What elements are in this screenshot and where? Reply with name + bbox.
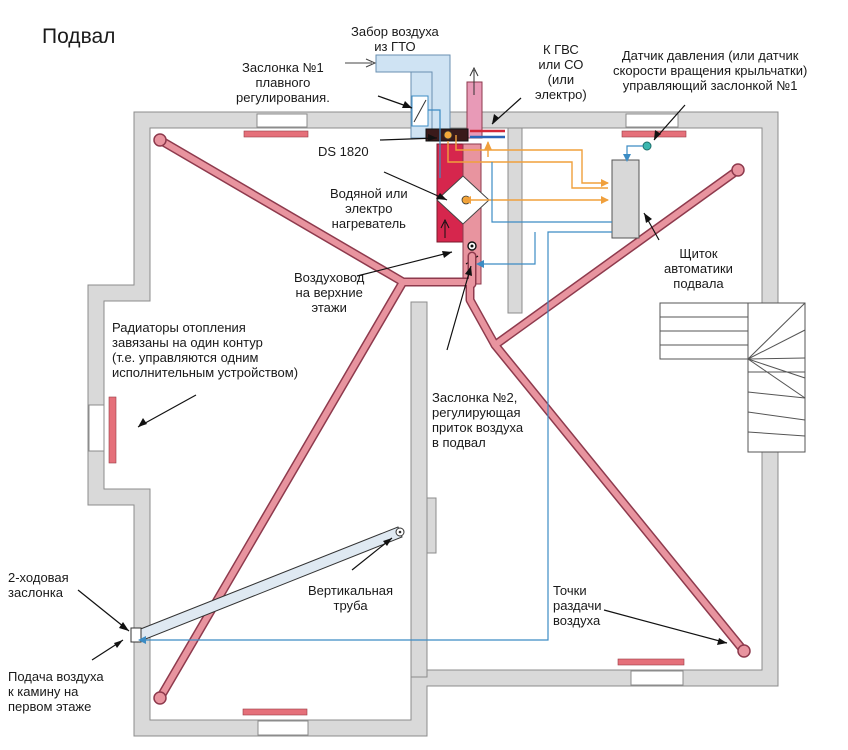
leader-arrows bbox=[114, 101, 727, 648]
heat-signal-lines bbox=[447, 135, 609, 204]
label-two-way-damper: 2-ходовая заслонка bbox=[8, 570, 69, 600]
outer-wall bbox=[87, 111, 779, 737]
distribution-ducts bbox=[153, 133, 751, 705]
label-damper2: Заслонка №2, регулирующая приток воздуха… bbox=[432, 390, 524, 450]
partition-upper bbox=[507, 127, 523, 314]
window-bottom-right bbox=[630, 670, 684, 686]
label-vertical-pipe: Вертикальная труба bbox=[308, 583, 394, 613]
partition-ledge bbox=[426, 497, 437, 554]
label-damper1: Заслонка №1 плавного регулирования. bbox=[236, 60, 330, 105]
label-to-hot-water: К ГВС или СО (или электро) bbox=[535, 42, 587, 102]
label-control-panel: Щиток автоматики подвала bbox=[664, 246, 733, 291]
label-heater: Водяной или электро нагреватель bbox=[330, 186, 408, 231]
staircase bbox=[659, 302, 806, 453]
label-pressure-sensor: Датчик давления (или датчик скорости вра… bbox=[613, 48, 808, 93]
radiator-top-right bbox=[621, 130, 687, 138]
window-bottom-left bbox=[257, 720, 309, 736]
intake-arrow-head bbox=[365, 58, 377, 68]
window-top-left bbox=[256, 113, 308, 128]
page-title: Подвал bbox=[42, 25, 116, 48]
control-signal-lines bbox=[138, 109, 643, 644]
label-fireplace-supply: Подача воздуха к камину на первом этаже bbox=[8, 669, 104, 714]
radiator-bottom-left bbox=[242, 708, 308, 716]
control-panel-box bbox=[611, 159, 640, 239]
radiator-left bbox=[108, 396, 117, 464]
pressure-sensor bbox=[642, 141, 652, 151]
partition-lower bbox=[410, 301, 428, 678]
radiator-bottom-right bbox=[617, 658, 685, 666]
two-way-damper-symbol bbox=[130, 627, 142, 643]
label-radiators: Радиаторы отопления завязаны на один кон… bbox=[112, 320, 299, 380]
radiator-top-left bbox=[243, 130, 309, 138]
window-top-right bbox=[625, 113, 679, 128]
label-upper-duct: Воздуховод на верхние этажи bbox=[294, 270, 365, 315]
riser-arrow bbox=[469, 66, 479, 95]
label-air-points: Точки раздачи воздуха bbox=[553, 583, 602, 628]
window-left bbox=[88, 404, 105, 452]
label-air-intake: Забор воздуха из ГТО bbox=[351, 24, 439, 54]
heater-arrow bbox=[440, 218, 450, 238]
label-ds1820: DS 1820 bbox=[318, 144, 369, 159]
ds1820-sensor bbox=[443, 130, 453, 140]
